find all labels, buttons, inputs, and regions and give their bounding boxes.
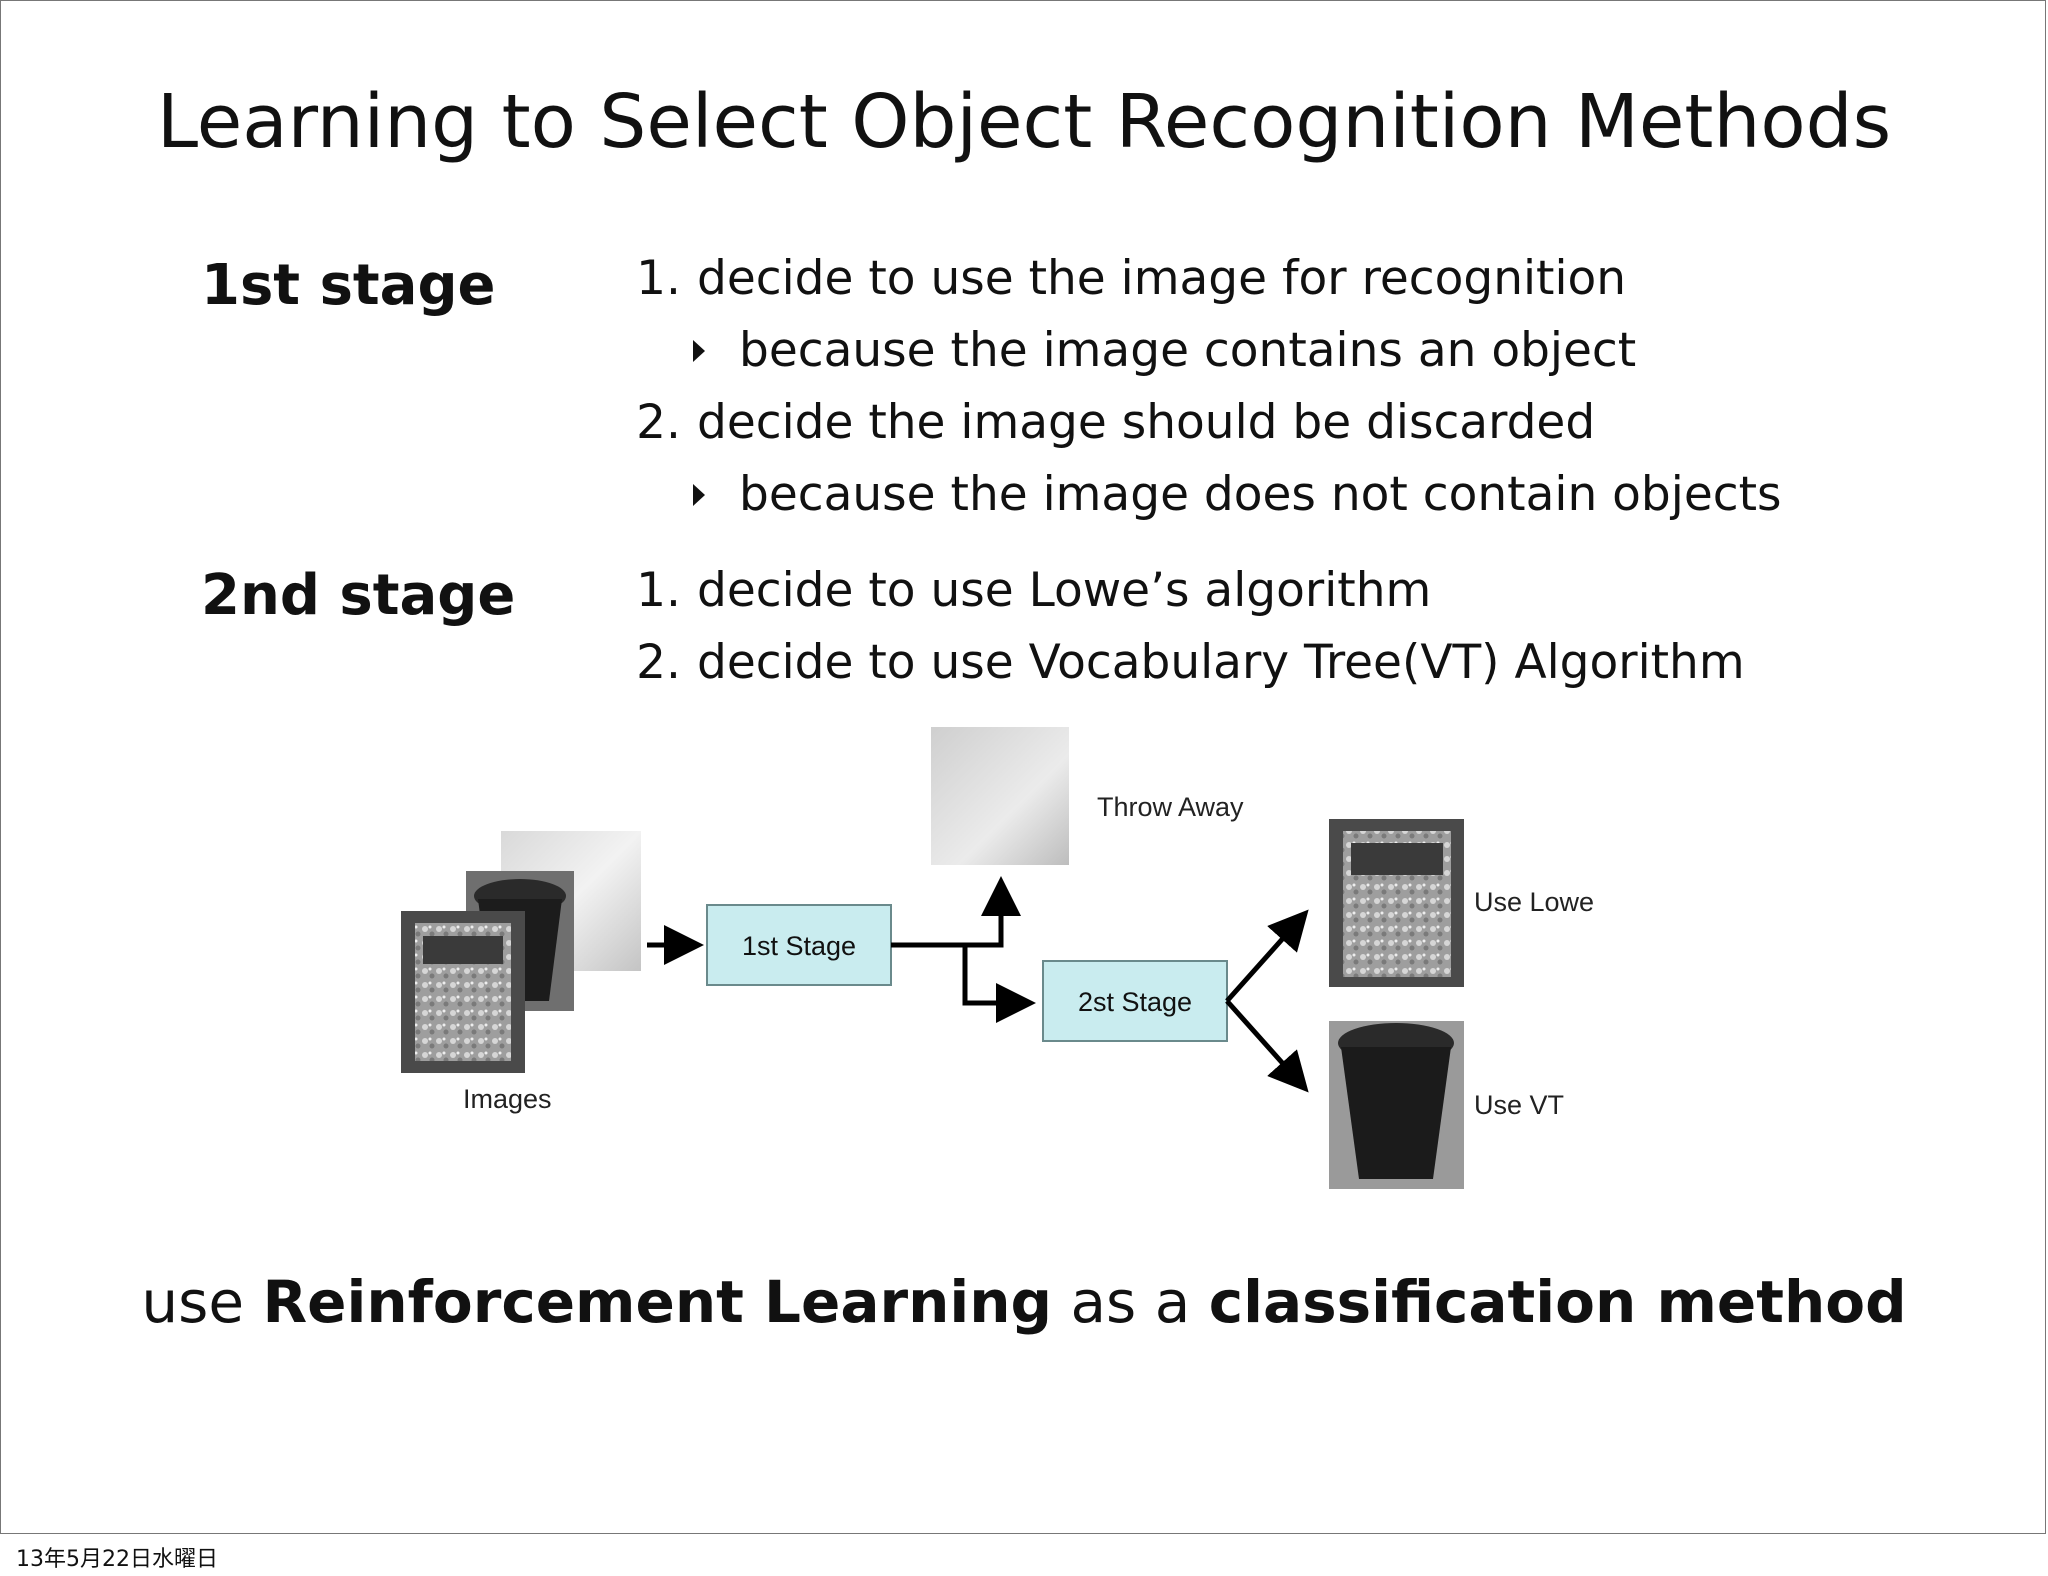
stage1-item-2: 2. decide the image should be discarded [623, 395, 1595, 450]
footer-date: 13年5月22日水曜日 [16, 1547, 218, 1572]
arrow-stage2-to-lowe [1225, 909, 1309, 1003]
stage2-item-1-text: decide to use Lowe’s algorithm [697, 563, 1432, 618]
conclusion: use Reinforcement Learning as a classifi… [1, 1268, 2047, 1336]
stage1-label: 1st stage [201, 253, 496, 318]
throw-away-label: Throw Away [1097, 792, 1244, 822]
conclusion-bold-method: classification method [1208, 1268, 1907, 1336]
stage1-item-2-number: 2. [636, 395, 681, 450]
images-label: Images [463, 1084, 552, 1114]
stage2-item-2-text: decide to use Vocabulary Tree(VT) Algori… [697, 635, 1745, 690]
stage2-item-2: 2. decide to use Vocabulary Tree(VT) Algo… [623, 635, 1745, 690]
flow-diagram: Images 1st Stage Throw Away 2st Stage Us… [401, 727, 1594, 1189]
book-title-band [423, 936, 503, 964]
stage1-item-1: 1. decide to use the image for recognitio… [623, 251, 1626, 306]
stage1-item-1-text: decide to use the image for recognition [697, 251, 1627, 306]
stage1-item-1-sub-text: because the image contains an object [739, 323, 1637, 378]
stage1-item-1-sub: because the image contains an object [693, 323, 1636, 378]
triangle-bullet-icon [693, 339, 705, 362]
stage2-item-1: 1. decide to use Lowe’s algorithm [623, 563, 1431, 618]
stage1-item-1-number: 1. [636, 251, 681, 306]
arrow-stage1-to-throwaway [891, 876, 1021, 948]
conclusion-pre: use [141, 1268, 245, 1336]
stage1-box-label: 1st Stage [742, 931, 856, 961]
arrow-stage2-to-vt [1225, 999, 1309, 1093]
arrow-stage1-to-stage2 [962, 945, 1036, 1023]
throwaway-image-thumb [931, 727, 1069, 865]
slide: Learning to Select Object Recognition Me… [0, 0, 2046, 1534]
stage1-item-2-sub-text: because the image does not contain objec… [739, 467, 1782, 522]
conclusion-bold-rl: Reinforcement Learning [262, 1268, 1053, 1336]
stage2-item-1-number: 1. [636, 563, 681, 618]
input-images-stack: Images [401, 831, 641, 1114]
triangle-bullet-icon [693, 483, 705, 506]
stage1-item-2-text: decide the image should be discarded [697, 395, 1596, 450]
use-lowe-label: Use Lowe [1474, 887, 1594, 917]
use-vt-label: Use VT [1474, 1090, 1564, 1120]
slide-title: Learning to Select Object Recognition Me… [156, 79, 1892, 165]
vt-bin-body [1341, 1047, 1451, 1179]
stage2-label: 2nd stage [201, 563, 516, 628]
stage1-item-2-sub: because the image does not contain objec… [693, 467, 1782, 522]
conclusion-mid: as a [1070, 1268, 1191, 1336]
lowe-book-title-band [1351, 843, 1443, 875]
stage2-box-label: 2st Stage [1078, 987, 1192, 1017]
stage2-item-2-number: 2. [636, 635, 681, 690]
